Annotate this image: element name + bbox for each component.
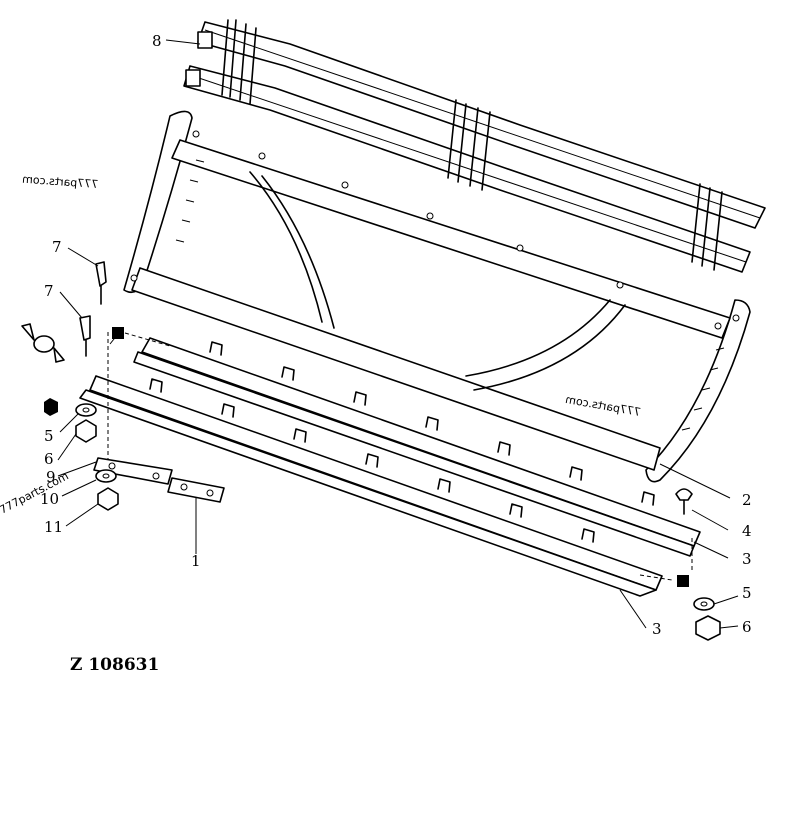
part-1-plate — [167, 477, 225, 503]
callout-5-right: 5 — [742, 584, 752, 602]
figure-id: Z 108631 — [70, 655, 159, 675]
spring-clip-group-right — [691, 183, 723, 271]
callout-6-left: 6 — [44, 450, 54, 468]
watermark-top-left: 777parts.com — [22, 173, 99, 191]
spring-clip-group-middle — [447, 99, 491, 191]
callout-7-upper: 7 — [52, 238, 62, 256]
frame-teeth-left — [175, 159, 205, 243]
assembly-line-top — [124, 332, 171, 347]
callout-2: 2 — [742, 491, 752, 509]
reference-square-right — [677, 575, 689, 587]
part-5-washer-left — [75, 403, 97, 417]
callout-6-right: 6 — [742, 618, 752, 636]
callout-4: 4 — [742, 522, 752, 540]
callout-8: 8 — [152, 32, 162, 50]
part-3-lower-bar — [79, 375, 663, 597]
bar-teeth-upper — [209, 341, 655, 506]
callout-11: 11 — [44, 518, 63, 536]
part-9-plate — [93, 457, 173, 485]
callout-9: 9 — [46, 468, 56, 486]
part-2-concave-frame — [123, 110, 751, 483]
callout-5-left: 5 — [44, 427, 54, 445]
assembly-line-right-horizontal — [639, 574, 673, 581]
callout-3-lower: 3 — [652, 620, 662, 638]
part-4-carriage-bolt — [675, 488, 693, 515]
watermark-left: 777parts.com — [0, 469, 71, 516]
part-10-washer — [95, 469, 117, 483]
spring-clip-group-left — [221, 19, 257, 105]
callout-3-upper: 3 — [742, 550, 752, 568]
part-8-top-rail-assembly — [183, 19, 766, 273]
wing-nut-icon — [21, 323, 65, 363]
part-7-wing-bolt-upper — [95, 261, 107, 305]
part-11-nut — [97, 487, 119, 511]
part-3-upper-bar — [133, 337, 701, 557]
callout-10: 10 — [40, 490, 59, 508]
watermark-right: 777parts.com — [564, 393, 641, 419]
callout-7-lower: 7 — [44, 282, 54, 300]
callout-1: 1 — [191, 552, 201, 570]
part-7-wing-bolt-lower — [79, 315, 91, 357]
bar-teeth-lower — [149, 378, 595, 543]
part-5-washer-right — [693, 597, 715, 611]
reference-square-left — [112, 327, 124, 339]
part-6-nut-left — [75, 419, 97, 443]
leader-lines — [57, 39, 739, 629]
part-6-nut-right — [695, 615, 721, 641]
frame-teeth-right — [681, 347, 725, 431]
reference-hexagon-left — [44, 398, 58, 416]
